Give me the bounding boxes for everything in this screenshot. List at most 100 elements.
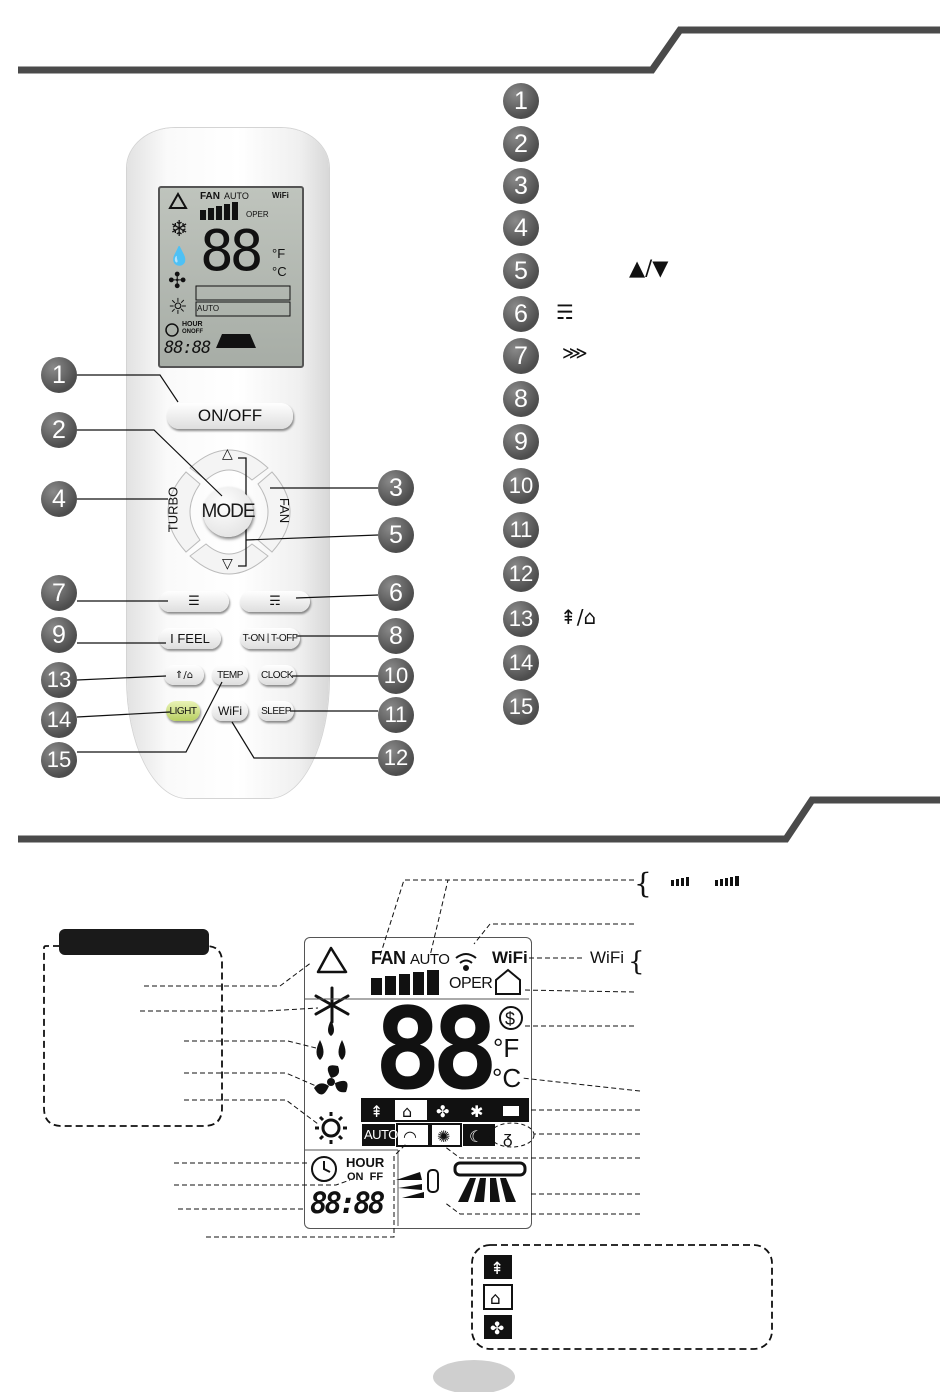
timer-button[interactable]: T-ON | T-OFF	[240, 628, 300, 649]
lcd-unit-f: °F	[493, 1033, 520, 1063]
callout-6: 6	[378, 575, 414, 611]
on-off-label: ON/OFF	[197, 406, 263, 425]
lcd-on-off-label: ON FF	[347, 1171, 384, 1183]
remote-lcd-wifi: WiFi	[272, 191, 289, 200]
swing-leftright-button[interactable]: ☴	[240, 591, 310, 612]
sleep-box	[463, 1124, 495, 1146]
callout-10: 10	[378, 658, 414, 694]
legend-10: 10	[503, 468, 539, 504]
callout-7: 7	[41, 575, 77, 611]
legend-1: 1	[503, 83, 539, 119]
svg-text:{: {	[628, 947, 645, 977]
house-legend-icon: ⌂	[490, 1289, 501, 1309]
callout-11: 11	[378, 697, 414, 733]
wifi-label: WiFi	[218, 704, 242, 718]
clock-label: CLOCK	[261, 669, 293, 681]
callout-13: 13	[41, 662, 77, 698]
headphone-icon: ◠	[403, 1127, 417, 1146]
remote-lcd-time: 88:88	[164, 338, 211, 358]
legend-9: 9	[503, 424, 539, 460]
fan-blade-icon: ✤	[436, 1102, 449, 1121]
legend-14: 14	[503, 645, 539, 681]
heat-mode-icon: ☼	[168, 295, 188, 320]
header-bar-bottom	[18, 796, 940, 843]
temp-sensor-icon: ᵹ	[503, 1128, 512, 1148]
health-air-slash: /	[576, 605, 584, 629]
callout-14: 14	[41, 702, 77, 738]
swing-updown-button[interactable]: ☰	[159, 591, 229, 612]
remote-lcd-onoff: ONOFF	[182, 329, 203, 335]
health-air-button[interactable]: ⇑/⌂	[164, 665, 204, 685]
home-thermometer-icon	[495, 968, 521, 995]
legend-5: 5	[503, 253, 539, 289]
cool-mode-icon	[314, 986, 350, 1024]
auto-box	[362, 1124, 395, 1146]
heat-mode-icon	[315, 1112, 347, 1144]
swing-icon	[216, 334, 256, 348]
page-number-oval	[433, 1360, 515, 1392]
remote-lcd-hour: HOUR	[182, 321, 203, 328]
remote-lcd-fan: FAN	[200, 191, 220, 202]
fan-mode-icon	[314, 1065, 348, 1095]
legend-2: 2	[503, 126, 539, 162]
house-icon: ⌂	[583, 605, 597, 629]
temp-button[interactable]: TEMP	[212, 665, 248, 685]
insect-box	[463, 1100, 493, 1120]
dry-mode-icon	[316, 1020, 346, 1060]
turbo-button	[167, 471, 201, 553]
callout-1: 1	[41, 357, 77, 393]
remote-lcd-unit-f: °F	[272, 246, 286, 261]
health-air-symbol: ⇞/⌂	[560, 605, 596, 629]
lcd-hour-label: HOUR	[346, 1155, 385, 1170]
lcd-time-digits: 88:88	[310, 1186, 385, 1220]
callout-15: 15	[41, 742, 77, 778]
i-feel-button[interactable]: I FEEL	[159, 628, 221, 649]
up-button	[189, 449, 269, 481]
mode-group-title-bar	[59, 929, 209, 955]
legend-8: 8	[503, 381, 539, 417]
i-feel-label: I FEEL	[170, 631, 210, 646]
lock-icon	[503, 1106, 519, 1116]
swing-leftright-icon: ☴	[269, 594, 281, 609]
lcd-auto-badge: AUTO	[364, 1127, 398, 1142]
down-arrow-label: ▽	[222, 556, 233, 572]
high-signal-icon	[715, 876, 739, 886]
fan-legend-icon: ✤	[490, 1319, 504, 1339]
auto-mode-icon	[168, 191, 188, 209]
remote-lcd-display: ❄ 💧 ✣ ☼ FAN AUTO WiFi OPER 88 °F °C AUTO…	[158, 186, 304, 368]
down-button	[189, 543, 269, 575]
wifi-button[interactable]: WiFi	[212, 701, 248, 721]
house-icon: ⌂	[186, 669, 194, 681]
lcd-unit-c: °C	[492, 1063, 522, 1093]
tree-icon: ⇑	[174, 669, 184, 681]
callout-5: 5	[378, 517, 414, 553]
tree-icon: ⇞	[370, 1102, 383, 1121]
health-air-label: /	[183, 669, 187, 681]
on-off-button[interactable]: ON/OFF	[167, 403, 293, 429]
fan-button	[257, 471, 291, 553]
legend-6: 6	[503, 296, 539, 332]
wifi-callout-label: WiFi	[590, 948, 624, 967]
auto-mode-icon	[316, 946, 348, 974]
remote-lcd-digits: 88	[200, 219, 263, 284]
callout-3: 3	[378, 470, 414, 506]
dollar-icon	[499, 1006, 523, 1030]
clock-button[interactable]: CLOCK	[258, 665, 296, 685]
remote-lcd-unit-c: °C	[272, 264, 287, 279]
dry-mode-icon: 💧	[168, 245, 190, 267]
light-button[interactable]: LIGHT	[166, 701, 200, 721]
mode-group-frame	[43, 945, 223, 1127]
tree-icon: ⇞	[560, 605, 577, 629]
temp-label: TEMP	[217, 669, 243, 681]
legend-4: 4	[503, 210, 539, 246]
clock-icon	[311, 1156, 337, 1182]
sleep-button[interactable]: SLEEP	[258, 701, 294, 721]
lcd-auto-label: AUTO	[410, 951, 450, 968]
mode-button[interactable]: MODE	[202, 487, 256, 537]
legend-3: 3	[503, 168, 539, 204]
swing-updown-icon	[453, 1161, 527, 1202]
svg-text:$: $	[505, 1009, 515, 1029]
legend-13: 13	[503, 601, 539, 637]
